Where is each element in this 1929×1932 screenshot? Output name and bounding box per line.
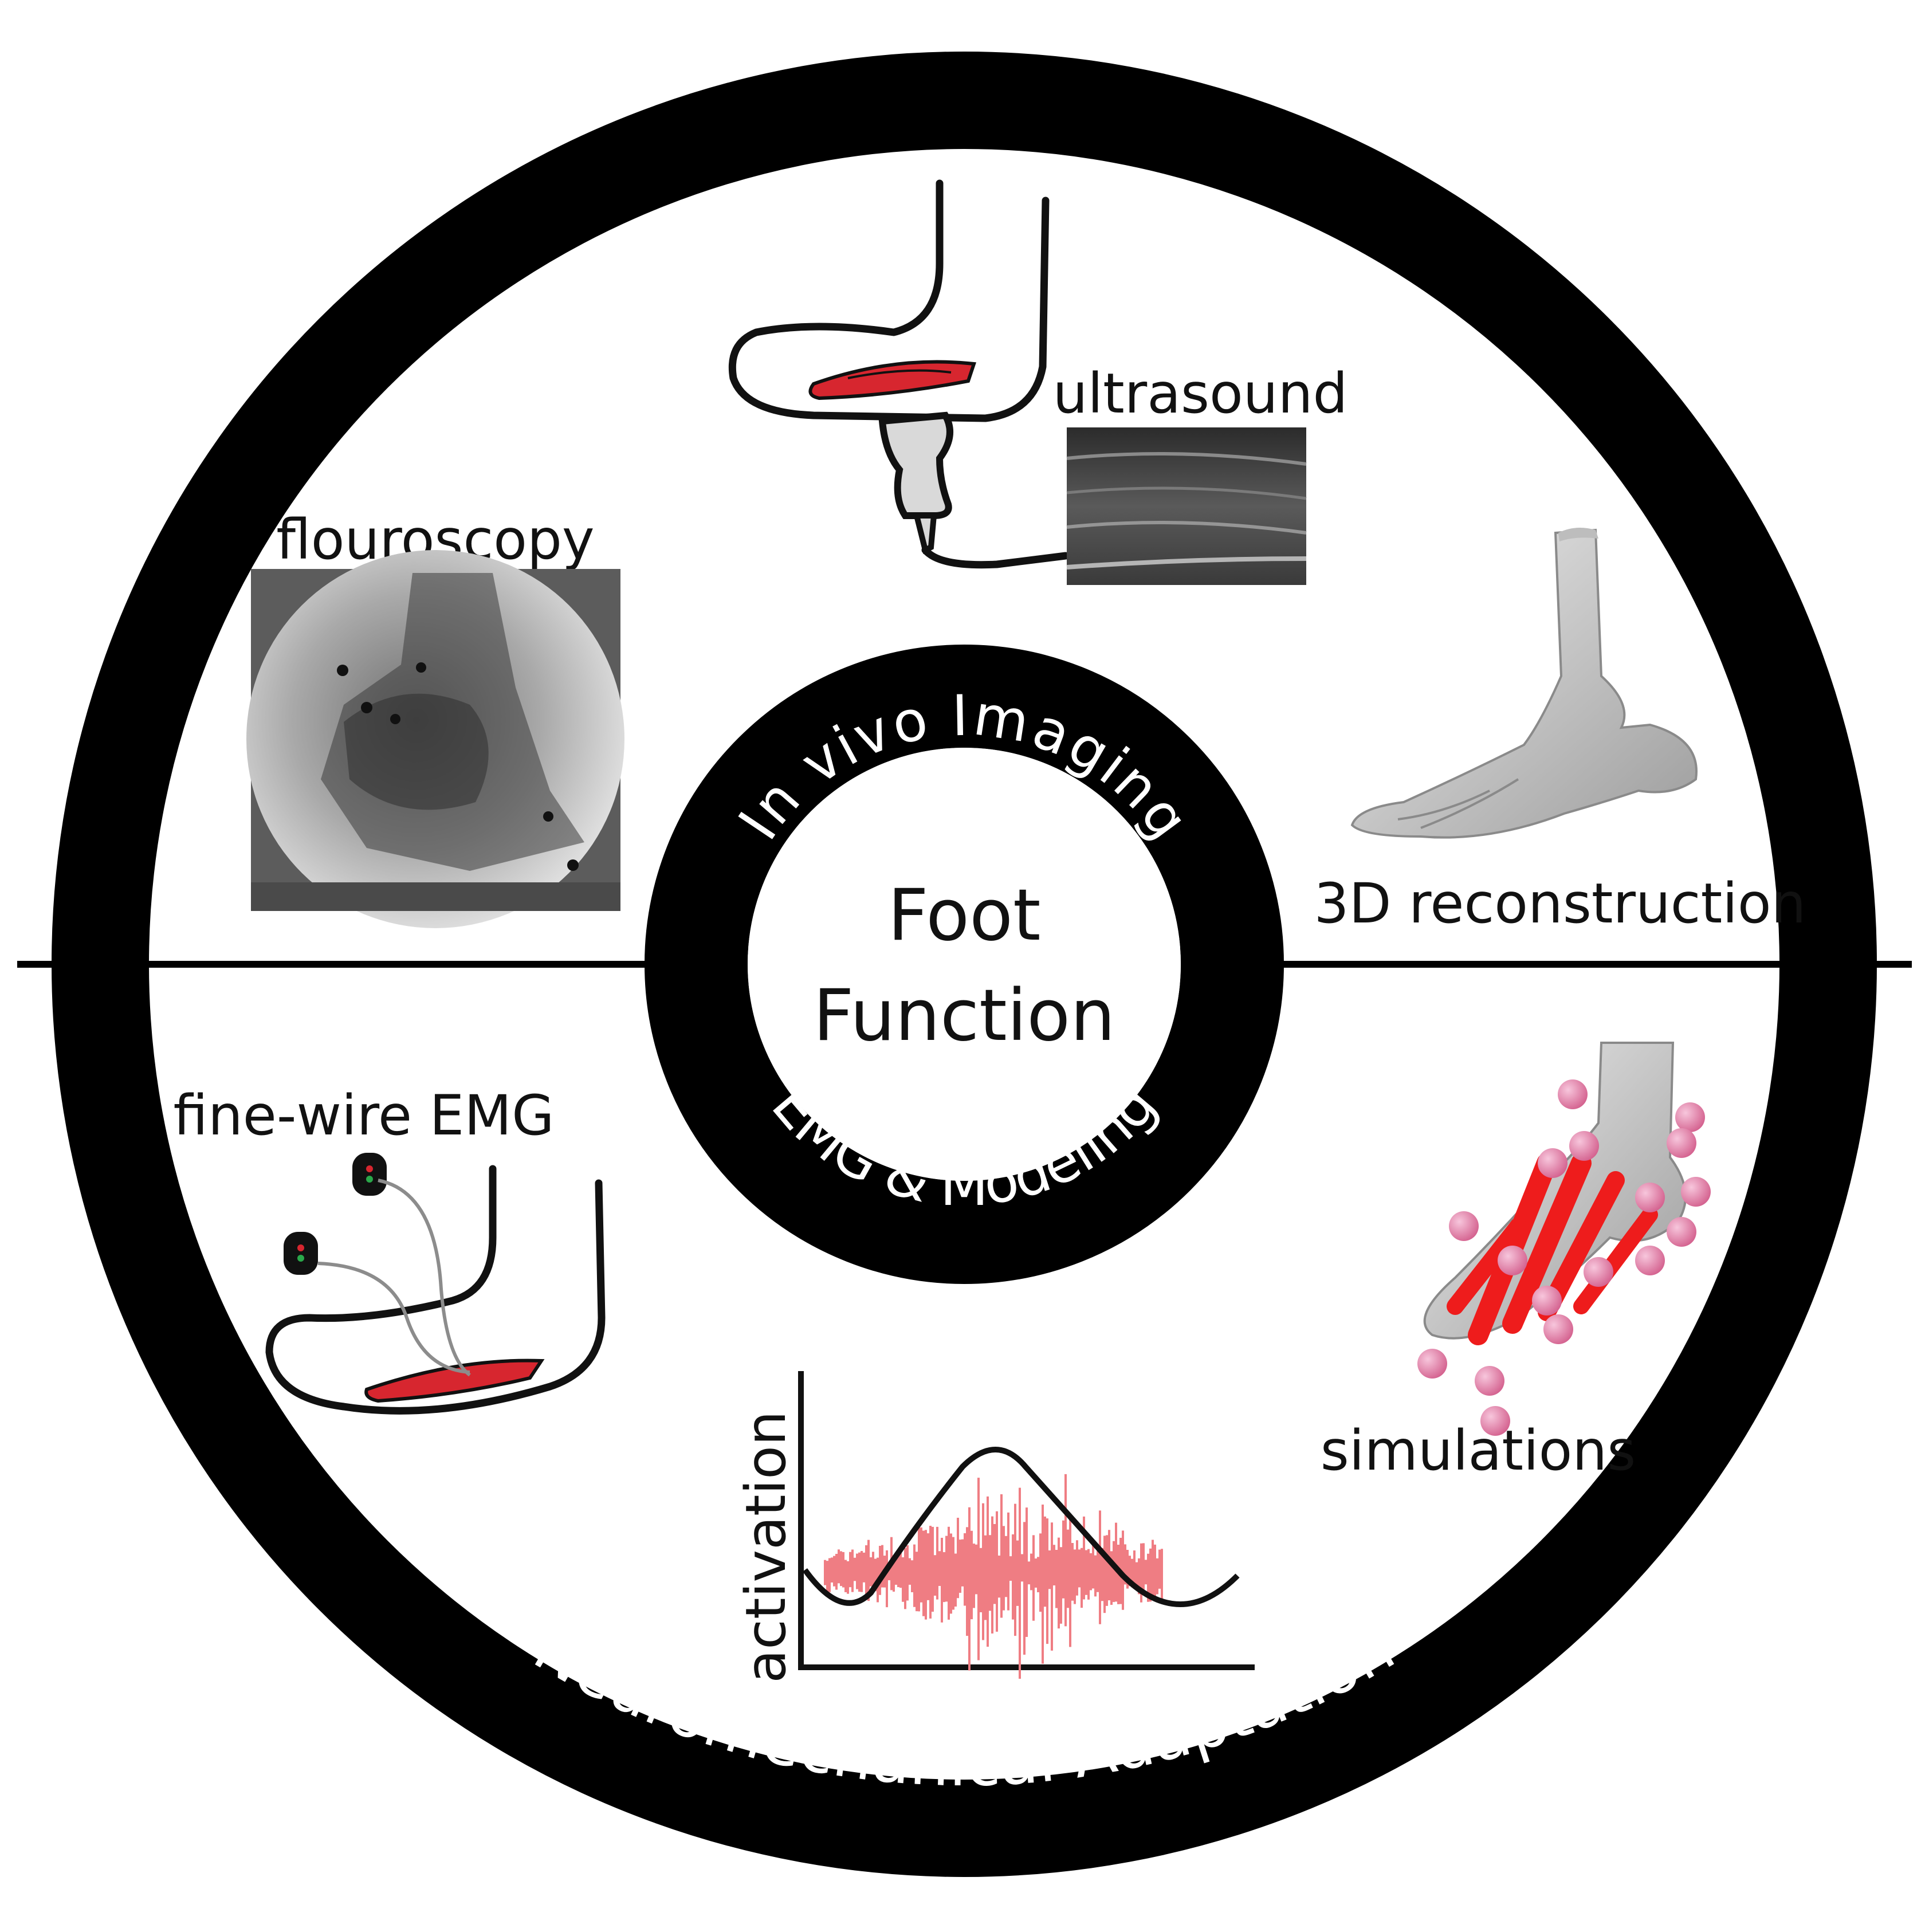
marker-sphere — [1532, 1286, 1562, 1316]
marker-sphere — [1584, 1257, 1613, 1287]
marker-sphere — [1417, 1349, 1447, 1379]
simulations-label: simulations — [1321, 1419, 1636, 1483]
ultrasound-image — [1066, 427, 1307, 585]
emg-signal — [824, 1474, 1163, 1679]
reconstruction-label: 3D reconstruction — [1314, 871, 1806, 936]
ultrasound-probe — [878, 411, 1070, 569]
center-disc — [748, 748, 1181, 1181]
marker-sphere — [1543, 1314, 1573, 1344]
center-title-line2: Function — [813, 975, 1115, 1057]
center-title-line1: Foot — [887, 874, 1040, 957]
musculoskeletal-model — [1417, 1042, 1711, 1436]
activation-envelope — [802, 1447, 1240, 1607]
marker-sphere — [1675, 1102, 1705, 1132]
activation-plot: activation — [734, 1371, 1255, 1683]
marker-sphere — [1475, 1366, 1504, 1396]
emg-electrode-2 — [284, 1232, 470, 1374]
bone-reconstruction — [1350, 528, 1698, 839]
marker-sphere — [1498, 1246, 1527, 1275]
ultrasound-foot-outline — [728, 179, 1050, 422]
marker-sphere — [1635, 1183, 1665, 1212]
emg-label: fine-wire EMG — [173, 1083, 554, 1148]
marker-sphere — [1480, 1406, 1510, 1436]
marker-sphere — [1569, 1131, 1599, 1161]
fluoroscopy-image — [246, 550, 624, 928]
activation-axis-label: activation — [734, 1411, 798, 1683]
marker-sphere — [1558, 1079, 1588, 1109]
marker-sphere — [1667, 1217, 1696, 1247]
emg-foot-outline — [265, 1165, 606, 1415]
emg-electrode-1 — [352, 1153, 471, 1377]
marker-sphere — [1635, 1246, 1665, 1275]
inner-ring — [645, 645, 1284, 1284]
marker-sphere — [1449, 1211, 1479, 1241]
plot-axes — [798, 1371, 1255, 1670]
ultrasound-label: ultrasound — [1053, 362, 1348, 426]
marker-spheres — [1417, 1079, 1711, 1436]
marker-sphere — [1538, 1148, 1567, 1178]
marker-sphere — [1681, 1177, 1711, 1207]
marker-sphere — [1667, 1128, 1696, 1158]
